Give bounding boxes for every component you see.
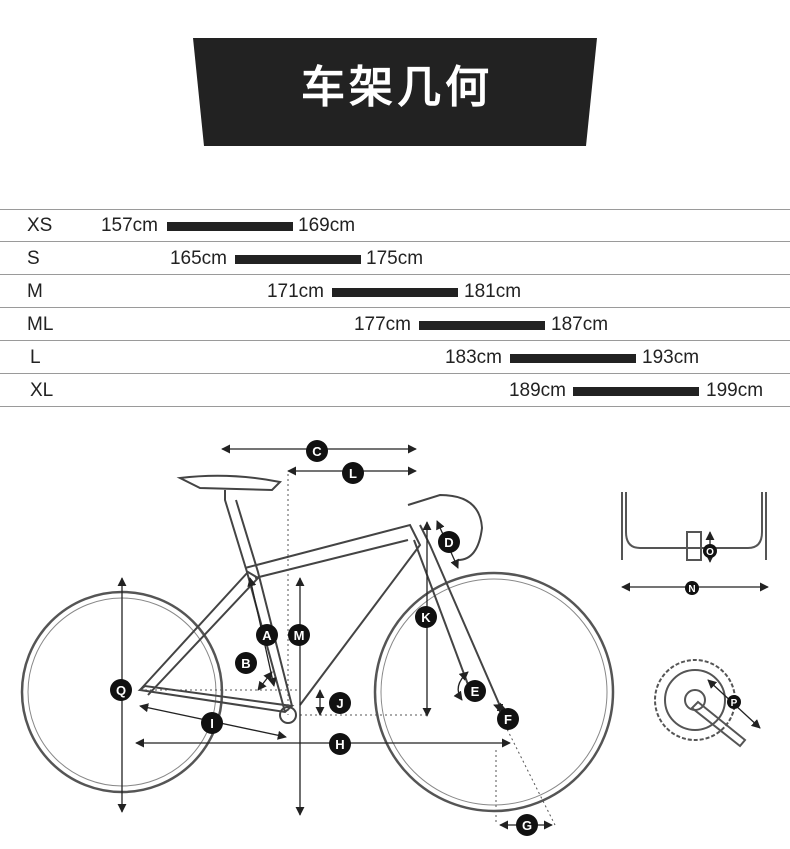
row-divider — [0, 274, 790, 275]
table-row: XL 189cm 199cm — [0, 374, 790, 407]
size-label: XL — [30, 380, 54, 401]
marker-l: L — [342, 462, 364, 484]
height-range-bar — [167, 222, 293, 231]
svg-text:G: G — [522, 818, 532, 833]
height-range-bar — [419, 321, 545, 330]
marker-o: O — [703, 544, 717, 558]
svg-text:F: F — [504, 712, 512, 727]
svg-text:N: N — [688, 584, 695, 595]
marker-q: Q — [110, 679, 132, 701]
min-height: 189cm — [508, 380, 566, 401]
marker-c: C — [306, 440, 328, 462]
min-height: 171cm — [266, 281, 324, 302]
table-row: M 171cm 181cm — [0, 275, 790, 308]
svg-text:M: M — [294, 628, 305, 643]
min-height: 165cm — [169, 248, 227, 269]
height-range-bar — [332, 288, 458, 297]
svg-text:D: D — [444, 535, 453, 550]
svg-text:O: O — [706, 547, 714, 558]
height-range-bar — [235, 255, 361, 264]
bike-geometry-diagram: C L D K A M B Q E J F I — [20, 440, 769, 836]
marker-i: I — [201, 712, 223, 734]
marker-h: H — [329, 733, 351, 755]
marker-e: E — [464, 680, 486, 702]
height-range-bar — [573, 387, 699, 396]
size-label: L — [30, 347, 41, 368]
table-row: L 183cm 193cm — [0, 341, 790, 374]
min-height: 157cm — [100, 215, 158, 236]
svg-text:L: L — [349, 466, 357, 481]
row-divider — [0, 373, 790, 374]
svg-text:H: H — [335, 737, 344, 752]
min-height: 183cm — [444, 347, 502, 368]
marker-p: P — [727, 695, 741, 709]
size-label: S — [27, 248, 40, 269]
handlebar — [407, 493, 484, 561]
table-row: ML 177cm 187cm — [0, 308, 790, 341]
marker-g: G — [516, 814, 538, 836]
table-top-divider — [0, 209, 790, 210]
svg-text:Q: Q — [116, 683, 126, 698]
marker-n: N — [685, 581, 699, 595]
marker-j: J — [329, 692, 351, 714]
marker-f: F — [497, 708, 519, 730]
svg-text:C: C — [312, 444, 322, 459]
front-wheel — [373, 571, 615, 813]
bike-frame — [137, 474, 501, 724]
handlebar-inset — [621, 492, 769, 592]
size-label: XS — [27, 215, 53, 236]
min-height: 177cm — [353, 314, 411, 335]
saddle — [176, 474, 283, 492]
max-height: 199cm — [706, 380, 764, 401]
row-divider — [0, 307, 790, 308]
title-banner — [193, 38, 597, 146]
svg-text:J: J — [336, 696, 343, 711]
marker-m: M — [288, 624, 310, 646]
size-label: M — [27, 281, 43, 302]
row-divider — [0, 241, 790, 242]
page-title: 车架几何 — [301, 62, 493, 113]
max-height: 169cm — [298, 215, 356, 236]
svg-text:I: I — [210, 716, 214, 731]
row-divider — [0, 340, 790, 341]
size-label: ML — [27, 314, 54, 335]
chainring-inset — [654, 659, 761, 748]
arrow-b — [257, 671, 273, 691]
table-row: S 165cm 175cm — [0, 242, 790, 275]
max-height: 181cm — [464, 281, 522, 302]
svg-text:E: E — [471, 684, 480, 699]
row-divider — [0, 406, 790, 407]
svg-text:P: P — [731, 698, 738, 709]
marker-b: B — [235, 652, 257, 674]
marker-k: K — [415, 606, 437, 628]
max-height: 175cm — [366, 248, 424, 269]
marker-a: A — [256, 624, 278, 646]
svg-text:A: A — [262, 628, 272, 643]
marker-d: D — [438, 531, 460, 553]
height-range-bar — [510, 354, 636, 363]
max-height: 193cm — [642, 347, 700, 368]
table-row: XS 157cm 169cm — [0, 209, 790, 242]
trail-guide-angled — [504, 724, 556, 826]
svg-text:K: K — [421, 610, 431, 625]
max-height: 187cm — [551, 314, 609, 335]
arrow-e — [453, 671, 469, 701]
svg-text:B: B — [241, 656, 250, 671]
